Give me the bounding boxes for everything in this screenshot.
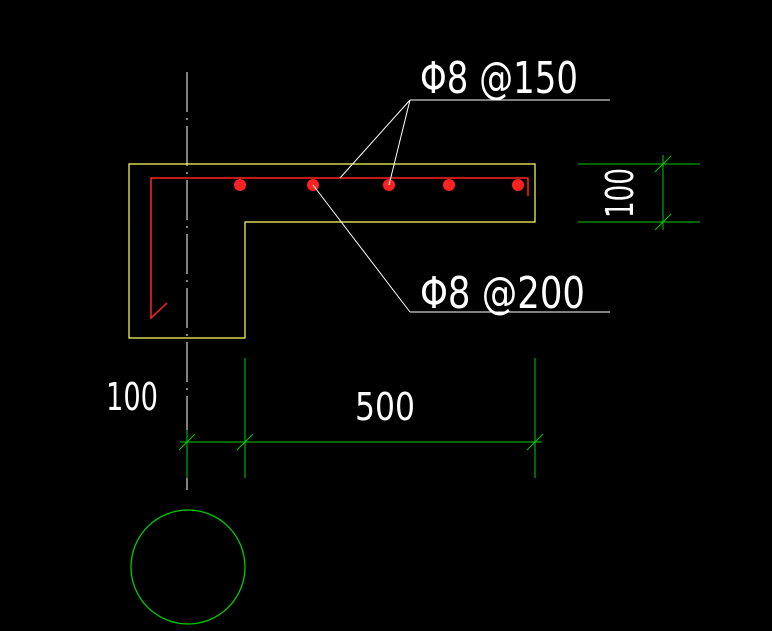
concrete-outline: [128, 163, 536, 339]
circle-icon: [130, 509, 246, 625]
dim-tick-mid: [236, 433, 254, 451]
leader-lines: [312, 99, 610, 313]
left-offset-label: 100: [106, 375, 158, 419]
thickness-label: 100: [598, 168, 642, 218]
thickness-dimension: [578, 155, 700, 231]
bottom-rebar-label: Φ8 @200: [420, 268, 585, 319]
rebar-dot: [234, 179, 246, 191]
dim-tick-top: [654, 155, 672, 173]
leader-top-line-b: [388, 99, 411, 186]
length-dimension: [178, 358, 544, 478]
cantilever-length-label: 500: [355, 385, 415, 429]
leader-top-line-a: [339, 99, 411, 179]
rebar-dot: [443, 179, 455, 191]
rebar-dot: [512, 179, 524, 191]
dim-tick-right: [526, 433, 544, 451]
leader-bottom-line: [312, 184, 411, 313]
rebar-dots: [234, 179, 524, 191]
dim-tick-bottom: [654, 213, 672, 231]
dim-tick-left: [178, 433, 196, 451]
top-rebar-label: Φ8 @150: [420, 53, 578, 104]
rebar-bent-bar: [150, 177, 529, 320]
